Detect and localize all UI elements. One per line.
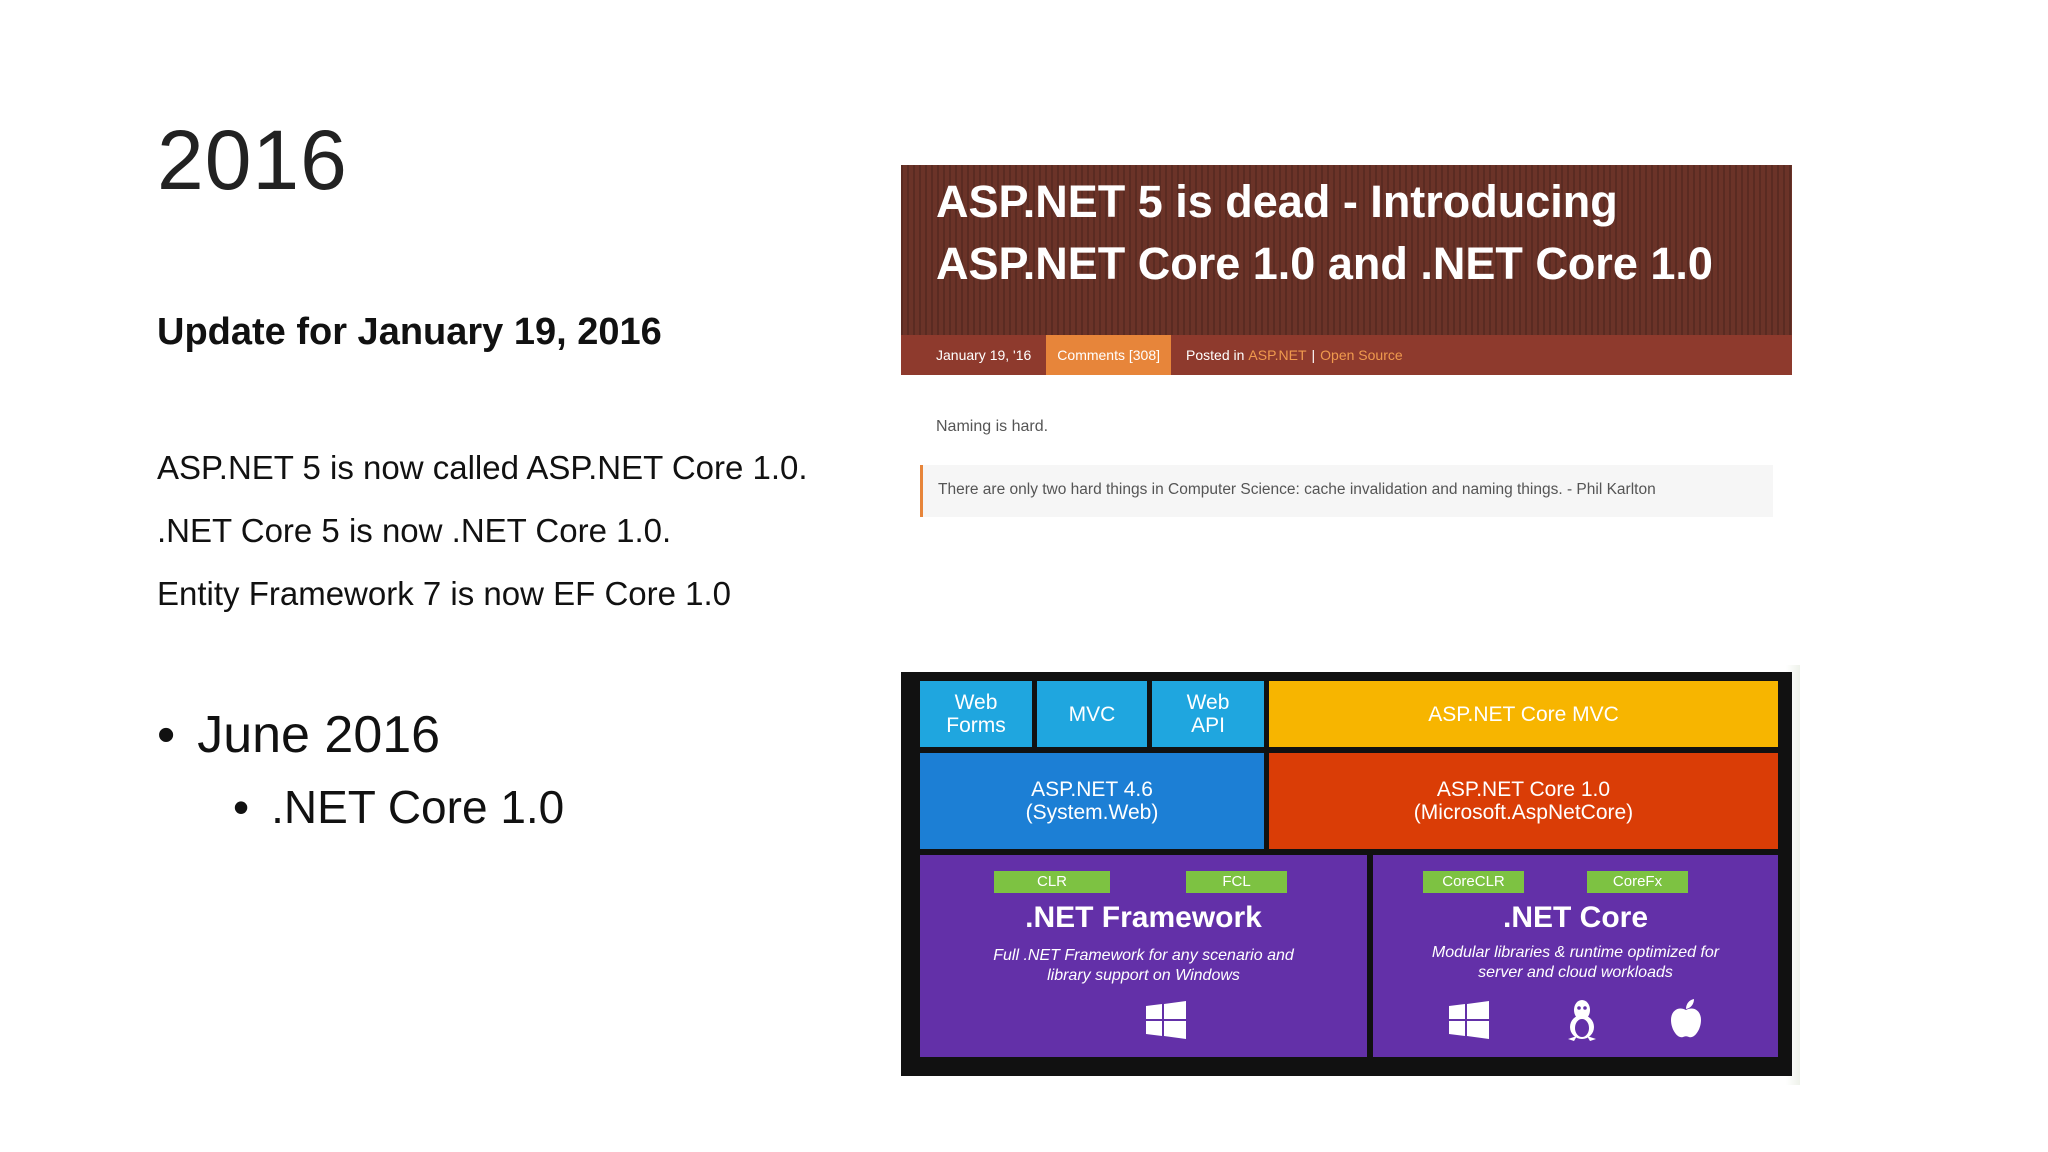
rename-line-aspnet: ASP.NET 5 is now called ASP.NET Core 1.0… [157,449,808,486]
rename-line-ef: Entity Framework 7 is now EF Core 1.0 [157,575,732,612]
aspnet-core-mvc-box: ASP.NET Core MVC [1269,681,1778,747]
linux-icon [1568,1000,1596,1041]
blog-post-header: ASP.NET 5 is dead - Introducing ASP.NET … [901,165,1792,335]
post-date: January 19, '16 [936,347,1032,363]
slide-title: 2016 [157,113,348,207]
comments-link[interactable]: Comments [308] [1046,335,1172,375]
aspnet-46-label: ASP.NET 4.6 (System.Web) [1025,778,1159,824]
mvc-box: MVC [1037,681,1147,747]
aspnet-46-box: ASP.NET 4.6 (System.Web) [920,753,1264,849]
windows-icon [1146,1001,1186,1039]
coreclr-tag: CoreCLR [1423,871,1524,893]
net-framework-description: Full .NET Framework for any scenario and… [993,947,1294,984]
fcl-tag: FCL [1186,871,1287,893]
rename-line-netcore: .NET Core 5 is now .NET Core 1.0. [157,512,672,549]
apple-icon [1671,999,1701,1038]
corefx-tag: CoreFx [1587,871,1688,893]
web-api-label: Web API [1186,691,1230,737]
bullet-june-2016: • June 2016 [157,705,440,765]
web-forms-label: Web Forms [946,691,1006,737]
sub-bullet-text: .NET Core 1.0 [271,781,565,833]
posted-in-label: Posted in [1186,347,1245,363]
sub-bullet-marker: • [233,781,250,833]
net-core-box: CoreCLR CoreFx .NET Core Modular librari… [1373,855,1778,1057]
aspnet-core-label: ASP.NET Core 1.0 (Microsoft.AspNetCore) [1413,778,1634,824]
web-api-box: Web API [1152,681,1264,747]
aspnet-core-mvc-label: ASP.NET Core MVC [1428,702,1619,726]
mvc-label: MVC [1068,702,1116,726]
net-framework-title: .NET Framework [1025,901,1262,934]
bullet-text: June 2016 [197,706,441,764]
blog-post-title: ASP.NET 5 is dead - Introducing ASP.NET … [936,176,1713,289]
category-separator: | [1311,347,1316,363]
quote-text: There are only two hard things in Comput… [938,481,1656,498]
category-link-open-source[interactable]: Open Source [1320,347,1403,363]
aspnet-core-box: ASP.NET Core 1.0 (Microsoft.AspNetCore) [1269,753,1778,849]
bullet-marker: • [157,706,176,764]
web-forms-box: Web Forms [920,681,1032,747]
blog-intro-text: Naming is hard. [936,418,1049,435]
net-framework-box: CLR FCL .NET Framework Full .NET Framewo… [920,855,1367,1057]
architecture-diagram: Web Forms MVC Web API ASP.NET Core MVC A… [901,672,1792,1076]
sub-bullet-net-core: • .NET Core 1.0 [233,780,564,834]
net-core-title: .NET Core [1502,901,1649,934]
blockquote: There are only two hard things in Comput… [920,465,1773,517]
windows-icon [1449,1001,1489,1039]
blog-post-meta: January 19, '16 Comments [308] Posted in… [901,335,1792,375]
net-core-description: Modular libraries & runtime optimized fo… [1431,944,1720,981]
category-link-aspnet[interactable]: ASP.NET [1248,347,1307,363]
clr-tag: CLR [994,871,1110,893]
update-heading: Update for January 19, 2016 [157,311,662,353]
